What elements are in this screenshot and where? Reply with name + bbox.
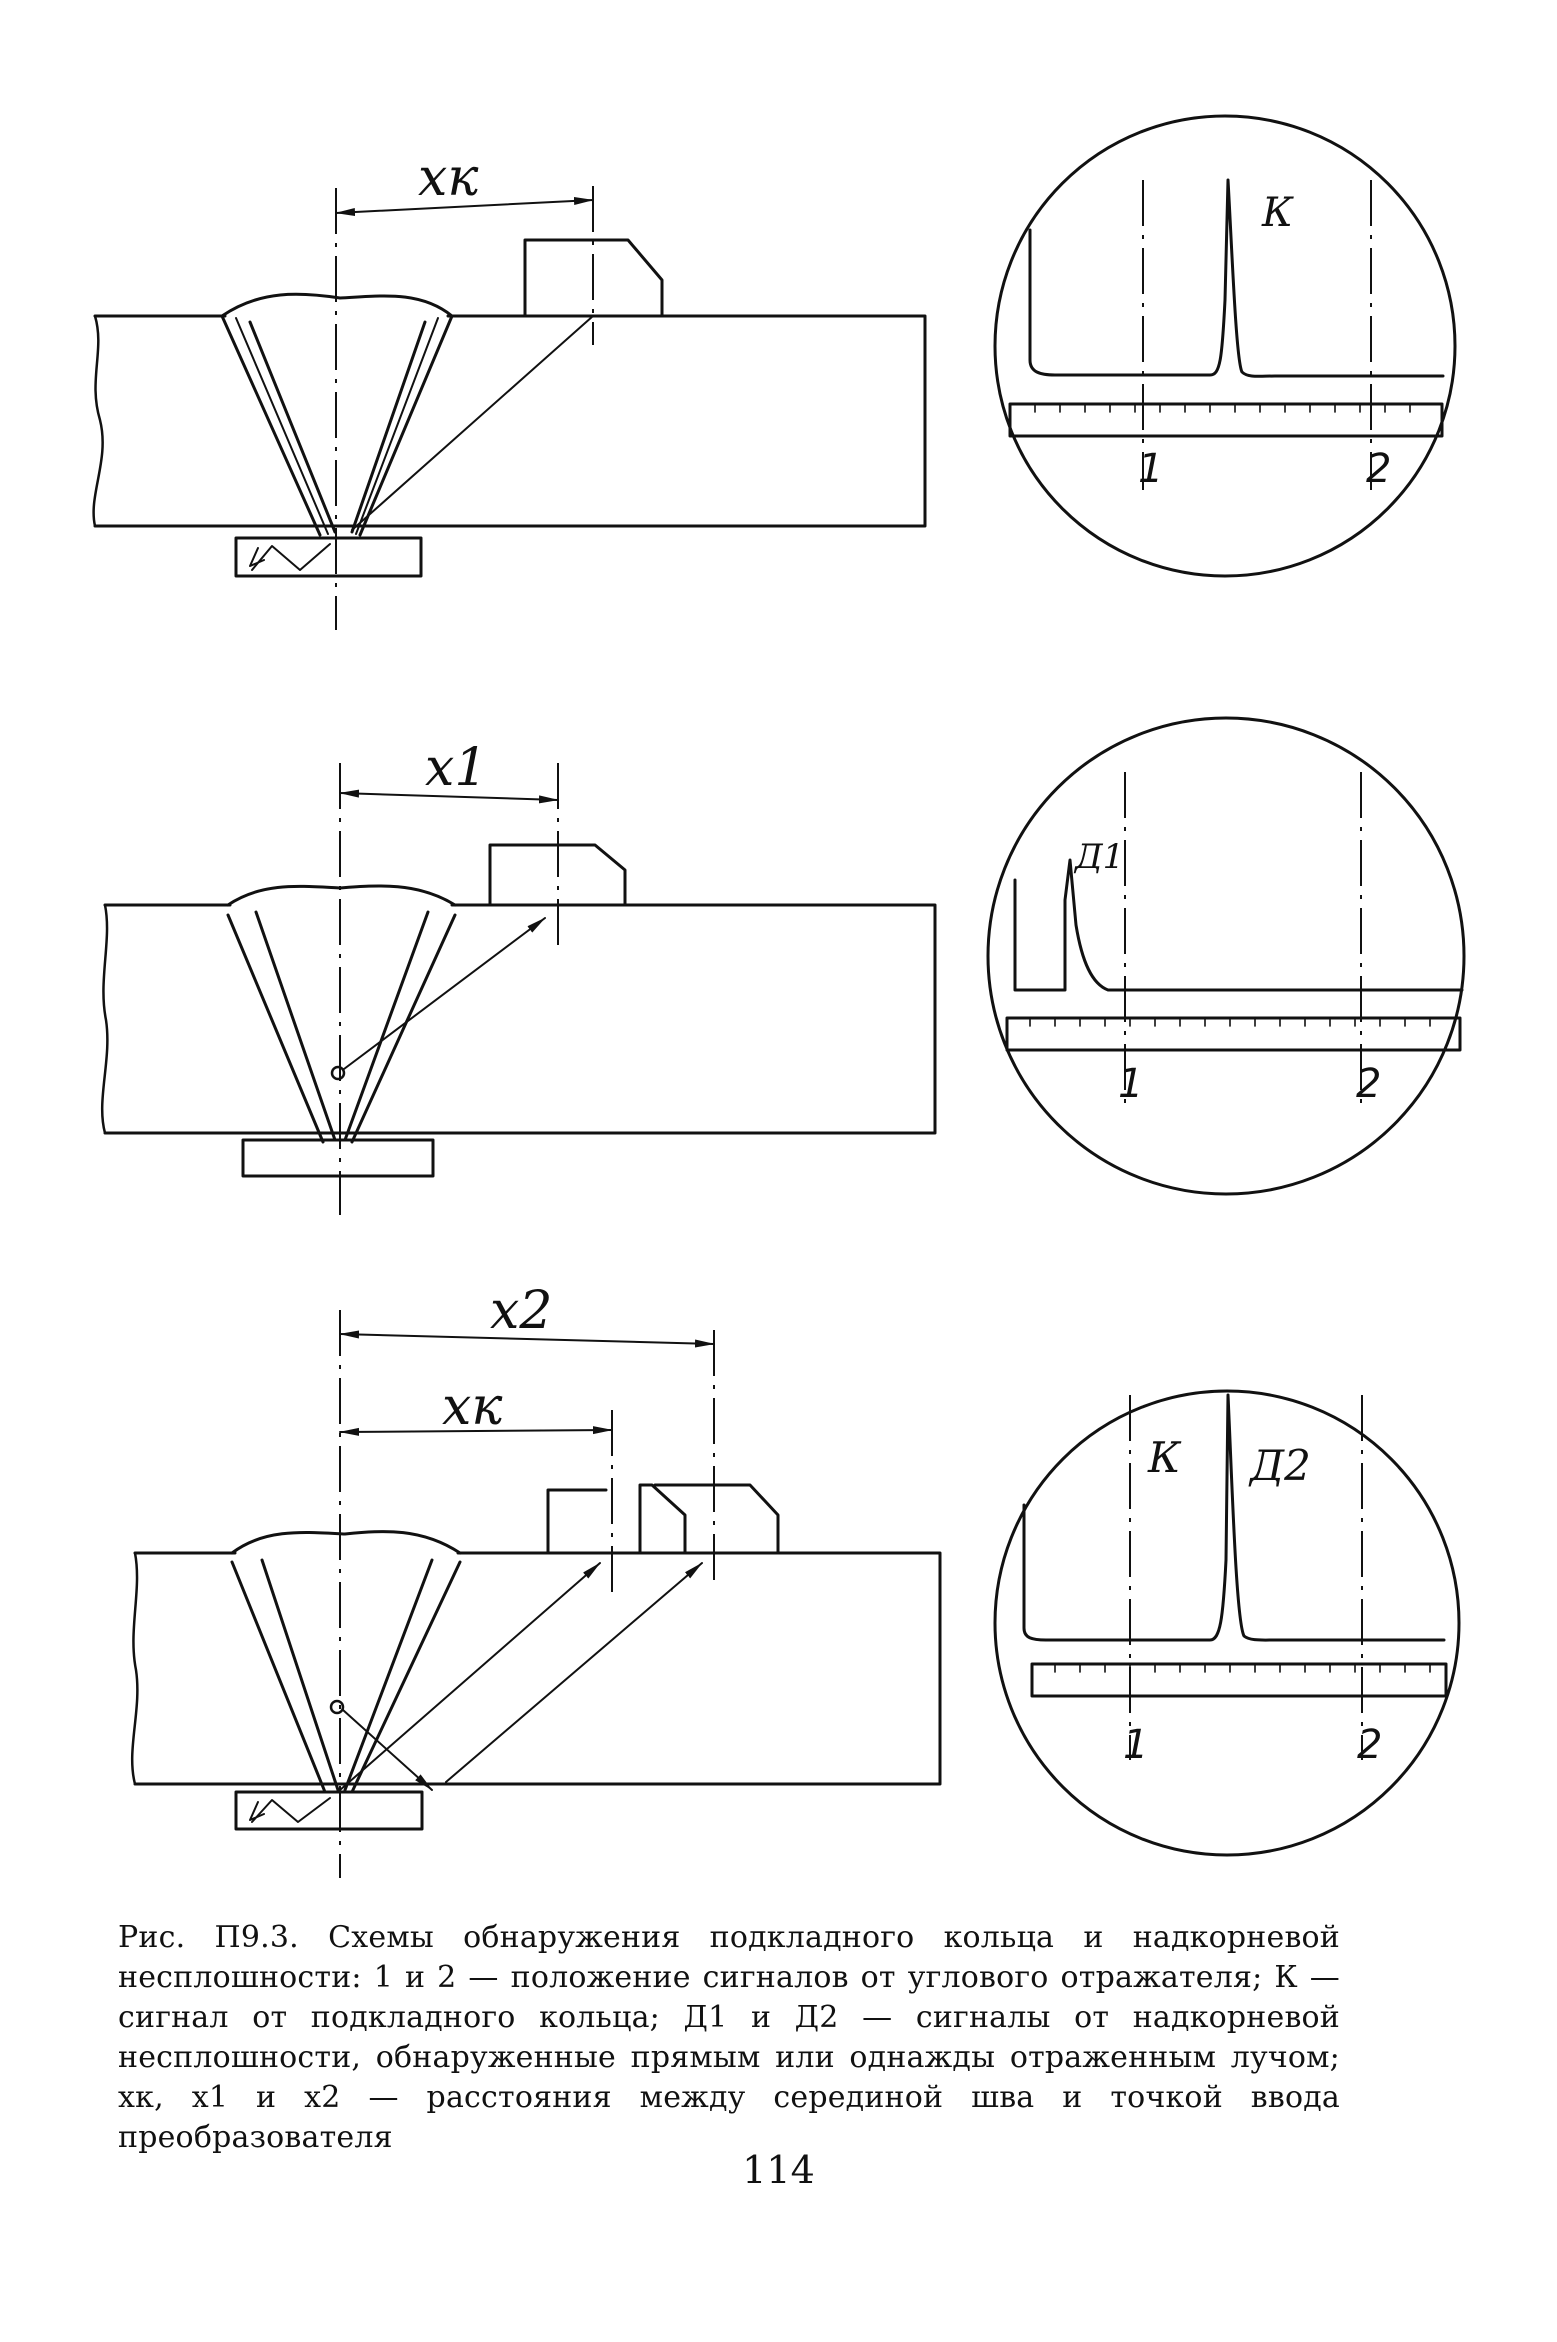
scale-ticks-top bbox=[1034, 403, 1411, 413]
scale-ticks-bottom bbox=[1054, 1663, 1431, 1673]
signal-label-d1: Д1 bbox=[1073, 837, 1124, 877]
panel-top-weld-diagram: xк bbox=[92, 148, 927, 630]
label-xk-bottom: xк bbox=[442, 1377, 503, 1437]
page-number: 114 bbox=[742, 2148, 815, 2192]
scale-ticks-middle bbox=[1029, 1017, 1431, 1027]
label-xk-top: xк bbox=[418, 148, 479, 208]
scale-mark-2-middle: 2 bbox=[1356, 1061, 1381, 1107]
panel-bottom-scope-screen: К Д2 1 2 bbox=[993, 1389, 1461, 1857]
scale-mark-2-top: 2 bbox=[1366, 446, 1391, 492]
panel-middle-weld-diagram: x1 bbox=[101, 738, 937, 1215]
signal-label-k-bottom: К bbox=[1147, 1433, 1182, 1482]
panel-top-scope-screen: К 1 2 bbox=[993, 114, 1457, 578]
signal-label-k-top: К bbox=[1261, 190, 1294, 236]
label-x2: x2 bbox=[490, 1281, 552, 1341]
welding-ultrasonic-diagram: xк К 1 2 x1 bbox=[92, 114, 1466, 1878]
panel-bottom-weld-diagram: x2 xк bbox=[131, 1281, 942, 1878]
panel-middle-scope-screen: Д1 1 2 bbox=[986, 716, 1466, 1196]
signal-label-d2: Д2 bbox=[1248, 1441, 1311, 1490]
label-x1: x1 bbox=[425, 738, 487, 798]
scale-mark-1-bottom: 1 bbox=[1123, 1722, 1148, 1768]
scale-mark-2-bottom: 2 bbox=[1357, 1722, 1382, 1768]
figure-caption: Рис. П9.3. Схемы обнаружения подкладного… bbox=[118, 1920, 1340, 2155]
scale-mark-1-middle: 1 bbox=[1118, 1061, 1143, 1107]
scale-mark-1-top: 1 bbox=[1138, 446, 1163, 492]
